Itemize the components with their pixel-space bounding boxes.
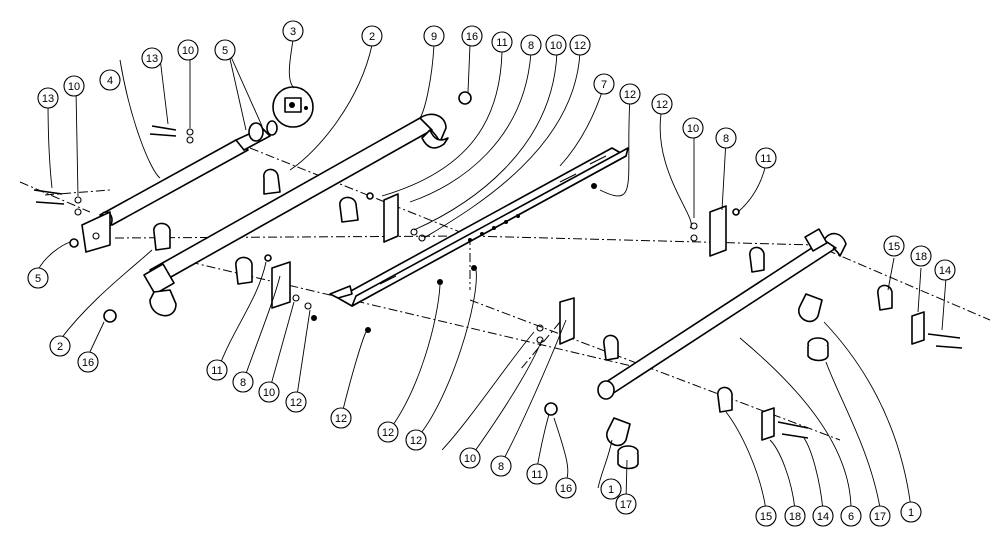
callout-leader-lines — [37, 39, 947, 511]
callout-label: 1 — [608, 484, 614, 496]
callout-label: 7 — [601, 79, 607, 91]
callout-label: 12 — [624, 89, 636, 101]
callout-label: 2 — [369, 31, 375, 43]
callout-balloons: 1 1 2 2 3 4 5 5 6 7 8 8 8 8 9 10 10 10 1… — [27, 20, 956, 527]
part-9-boom-tube — [143, 113, 449, 317]
callout-label: 16 — [466, 31, 478, 43]
callout-label: 10 — [182, 45, 194, 57]
callout-label: 15 — [760, 511, 772, 523]
callout-label: 10 — [263, 387, 275, 399]
callout-label: 11 — [496, 37, 507, 49]
callout-label: 17 — [874, 511, 886, 523]
part-8-mounting-plates — [271, 193, 727, 345]
callout-label: 8 — [723, 133, 729, 145]
callout-label: 5 — [35, 273, 41, 285]
callout-label: 10 — [68, 81, 80, 93]
callout-label: 13 — [146, 53, 158, 65]
callout-label: 14 — [817, 511, 829, 523]
callout-label: 6 — [848, 511, 854, 523]
callout-label: 10 — [550, 40, 562, 52]
callout-label: 11 — [531, 469, 542, 481]
part-1-17-nozzles — [606, 293, 829, 470]
callout-label: 12 — [410, 435, 422, 447]
callout-label: 12 — [656, 99, 668, 111]
callout-label: 9 — [431, 31, 437, 43]
callout-label: 18 — [915, 251, 927, 263]
callout-label: 16 — [560, 483, 572, 495]
part-4-cross-tube — [81, 139, 249, 253]
callout-label: 17 — [620, 499, 632, 511]
callout-label: 8 — [498, 461, 504, 473]
part-2-15-pipe-clamps — [153, 168, 893, 413]
callout-label: 15 — [888, 241, 900, 253]
callout-label: 12 — [382, 427, 394, 439]
callout-label: 10 — [687, 123, 699, 135]
callout-label: 12 — [335, 413, 347, 425]
part-18-small-plates — [761, 311, 925, 441]
callout-label: 8 — [528, 40, 534, 52]
assembly-center-lines — [19, 147, 991, 441]
fastener-hardware — [33, 125, 963, 439]
callout-label: 16 — [82, 357, 94, 369]
callout-label: 4 — [107, 75, 113, 87]
callout-label: 8 — [240, 377, 246, 389]
callout-label: 14 — [939, 265, 951, 277]
callout-label: 3 — [290, 26, 296, 38]
callout-label: 18 — [789, 511, 801, 523]
callout-label: 5 — [222, 45, 228, 57]
callout-label: 13 — [42, 93, 54, 105]
part-7-main-rail — [329, 147, 629, 307]
callout-label: 2 — [57, 341, 63, 353]
callout-label: 12 — [574, 40, 586, 52]
part-3-detail-view — [272, 86, 314, 128]
callout-label: 11 — [760, 153, 771, 165]
callout-label: 10 — [464, 453, 476, 465]
part-6-lower-tube — [597, 228, 847, 400]
callout-label: 11 — [211, 365, 222, 377]
callout-label: 1 — [908, 507, 914, 519]
callout-label: 12 — [290, 397, 302, 409]
part-16-plugs — [103, 91, 558, 416]
part-5-pivot-bracket — [235, 120, 278, 151]
